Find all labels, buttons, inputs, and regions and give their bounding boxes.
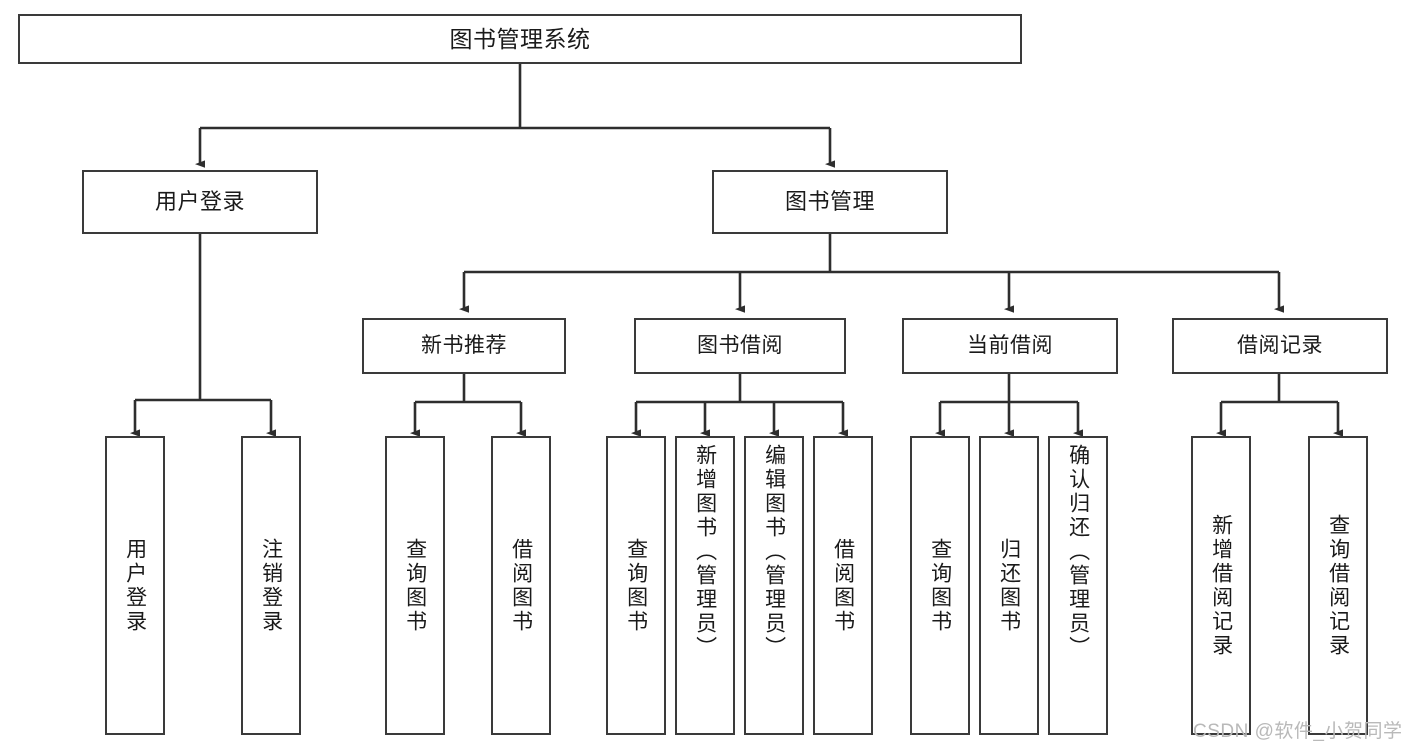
node-label: 确认归还（管理员） xyxy=(1066,444,1090,660)
node-label: 查询图书 xyxy=(624,537,648,634)
node-label: 借阅图书 xyxy=(831,537,855,634)
node-label: 注销登录 xyxy=(259,537,283,634)
node-leaf-borrow-book-1[interactable]: 借阅图书 xyxy=(491,436,551,735)
node-leaf-return-book[interactable]: 归还图书 xyxy=(979,436,1039,735)
node-book-management[interactable]: 图书管理 xyxy=(712,170,948,234)
node-label: 用户登录 xyxy=(154,189,245,215)
node-label: 用户登录 xyxy=(123,537,147,634)
node-label: 借阅图书 xyxy=(509,537,533,634)
node-label: 归还图书 xyxy=(997,537,1021,634)
node-book-management-system[interactable]: 图书管理系统 xyxy=(18,14,1022,64)
node-label: 新增借阅记录 xyxy=(1209,513,1233,658)
node-leaf-query-borrow-record[interactable]: 查询借阅记录 xyxy=(1308,436,1368,735)
node-book-borrow[interactable]: 图书借阅 xyxy=(634,318,846,374)
node-borrow-record[interactable]: 借阅记录 xyxy=(1172,318,1388,374)
node-label: 当前借阅 xyxy=(967,333,1053,357)
node-leaf-logout-login[interactable]: 注销登录 xyxy=(241,436,301,735)
node-label: 图书借阅 xyxy=(697,333,783,357)
node-label: 图书管理 xyxy=(784,189,875,215)
node-label: 查询借阅记录 xyxy=(1326,513,1350,658)
node-leaf-confirm-return-admin[interactable]: 确认归还（管理员） xyxy=(1048,436,1108,735)
node-label: 查询图书 xyxy=(928,537,952,634)
node-current-borrow[interactable]: 当前借阅 xyxy=(902,318,1118,374)
csdn-watermark: CSDN @软件_小贺同学 xyxy=(1193,721,1403,742)
node-label: 查询图书 xyxy=(403,537,427,634)
node-leaf-borrow-book-2[interactable]: 借阅图书 xyxy=(813,436,873,735)
node-label: 编辑图书（管理员） xyxy=(762,444,786,660)
node-leaf-query-book-2[interactable]: 查询图书 xyxy=(606,436,666,735)
node-label: 图书管理系统 xyxy=(449,25,591,52)
node-leaf-query-book-3[interactable]: 查询图书 xyxy=(910,436,970,735)
node-label: 新书推荐 xyxy=(421,333,507,357)
node-user-login[interactable]: 用户登录 xyxy=(82,170,318,234)
node-label: 借阅记录 xyxy=(1237,333,1323,357)
node-leaf-edit-book-admin[interactable]: 编辑图书（管理员） xyxy=(744,436,804,735)
node-leaf-add-book-admin[interactable]: 新增图书（管理员） xyxy=(675,436,735,735)
node-leaf-query-book-1[interactable]: 查询图书 xyxy=(385,436,445,735)
node-new-book-recommend[interactable]: 新书推荐 xyxy=(362,318,566,374)
node-leaf-user-login[interactable]: 用户登录 xyxy=(105,436,165,735)
node-label: 新增图书（管理员） xyxy=(693,444,717,660)
node-leaf-add-borrow-record[interactable]: 新增借阅记录 xyxy=(1191,436,1251,735)
